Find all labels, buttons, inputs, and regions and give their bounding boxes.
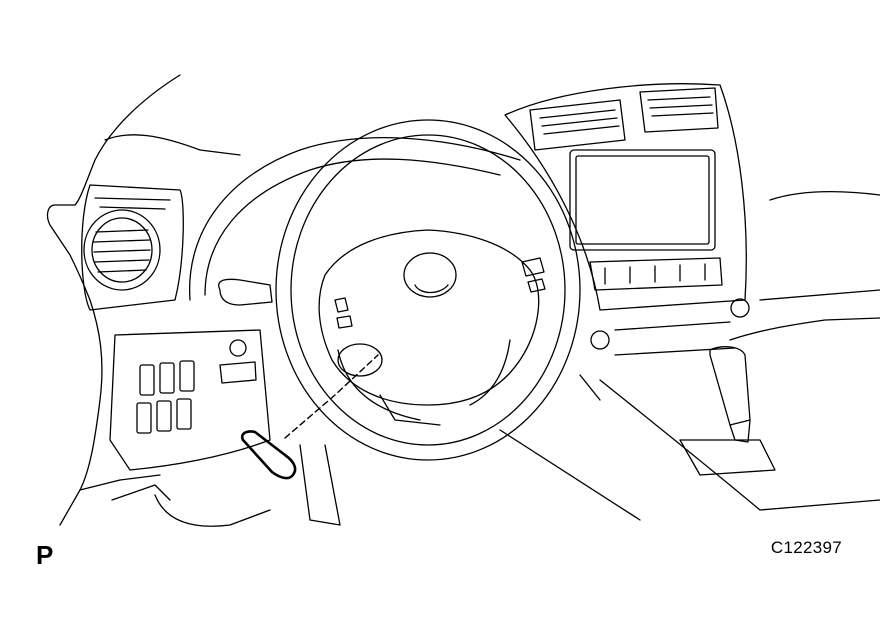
left-air-vent [81,184,184,311]
instrument-cluster-hood [189,137,521,301]
shift-lever-area [499,191,880,521]
lower-switch-panel [109,329,271,501]
center-console [504,83,750,356]
steering-wheel [275,119,581,461]
steering-column [154,278,341,527]
figure-code: C122397 [770,538,842,557]
target-component [240,343,383,480]
view-label: P [36,540,54,570]
left-door-panel [46,74,241,526]
